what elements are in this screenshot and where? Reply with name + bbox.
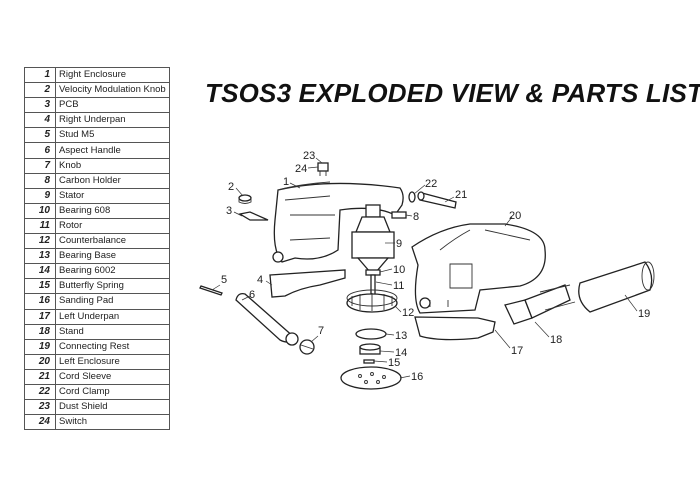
callout-label-10: 10 <box>393 264 405 276</box>
cord-clamp-part <box>408 191 416 203</box>
callout-label-5: 5 <box>221 274 227 286</box>
leader-line <box>394 305 402 313</box>
part-name: Switch <box>55 414 170 431</box>
callout-label-21: 21 <box>455 189 467 201</box>
leader-line <box>504 216 513 227</box>
leader-line <box>534 321 550 338</box>
stator-part <box>351 204 395 273</box>
leader-line <box>310 335 319 343</box>
carbon-holder-part <box>391 211 407 219</box>
bearing-base-part <box>355 328 387 340</box>
callout-label-12: 12 <box>402 307 414 319</box>
leader-line <box>307 166 319 169</box>
leader-line <box>373 360 388 363</box>
callout-label-11: 11 <box>393 280 404 292</box>
leader-line <box>444 196 455 203</box>
callout-label-6: 6 <box>249 289 255 301</box>
leader-line <box>211 284 221 291</box>
part-name: Bearing Base <box>55 248 170 265</box>
velocity-knob-part <box>238 194 252 204</box>
stand-part <box>504 284 576 325</box>
counterbalance-part <box>346 289 398 313</box>
callout-label-9: 9 <box>396 238 402 250</box>
leader-line <box>413 184 426 195</box>
callout-label-19: 19 <box>638 308 650 320</box>
pcb-part <box>238 211 269 221</box>
callout-label-2: 2 <box>228 181 234 193</box>
leader-line <box>379 268 393 273</box>
callout-label-18: 18 <box>550 334 562 346</box>
cord-sleeve-part <box>417 191 457 209</box>
callout-label-7: 7 <box>318 325 324 337</box>
callout-label-3: 3 <box>226 205 232 217</box>
callout-label-13: 13 <box>395 330 407 342</box>
callout-label-14: 14 <box>395 347 407 359</box>
right-enclosure-part <box>272 181 404 263</box>
callout-label-23: 23 <box>303 150 315 162</box>
callout-label-16: 16 <box>411 371 423 383</box>
leader-line <box>315 157 323 164</box>
leader-line <box>624 294 638 312</box>
leader-line <box>494 329 511 349</box>
callout-label-20: 20 <box>509 210 521 222</box>
sanding-pad-part <box>340 366 402 390</box>
leader-line <box>405 214 413 217</box>
leader-line <box>379 350 395 353</box>
page-title: TSOS3 EXPLODED VIEW & PARTS LIST <box>205 78 700 108</box>
aspect-handle-part <box>235 292 299 346</box>
switch-part <box>317 162 329 176</box>
bearing-6002-part <box>359 343 381 355</box>
butterfly-spring-part <box>363 359 375 364</box>
callout-label-1: 1 <box>283 176 289 188</box>
callout-label-4: 4 <box>257 274 263 286</box>
leader-line <box>235 187 244 197</box>
leader-line <box>241 295 251 301</box>
leader-line <box>375 281 393 286</box>
stud-part <box>199 285 223 296</box>
callout-label-17: 17 <box>511 345 523 357</box>
leader-line <box>233 211 243 217</box>
leader-line <box>289 182 301 189</box>
leader-line <box>385 333 395 336</box>
knob-part <box>299 339 315 355</box>
callout-label-22: 22 <box>425 178 437 190</box>
callout-label-15: 15 <box>388 357 400 369</box>
left-enclosure-part <box>411 223 546 314</box>
leader-line <box>399 375 411 379</box>
left-underpan-part <box>414 316 496 341</box>
callout-label-8: 8 <box>413 211 419 223</box>
right-underpan-part <box>269 269 346 298</box>
leader-line <box>265 280 273 286</box>
connecting-rest-part <box>578 261 655 313</box>
callout-label-24: 24 <box>295 163 307 175</box>
